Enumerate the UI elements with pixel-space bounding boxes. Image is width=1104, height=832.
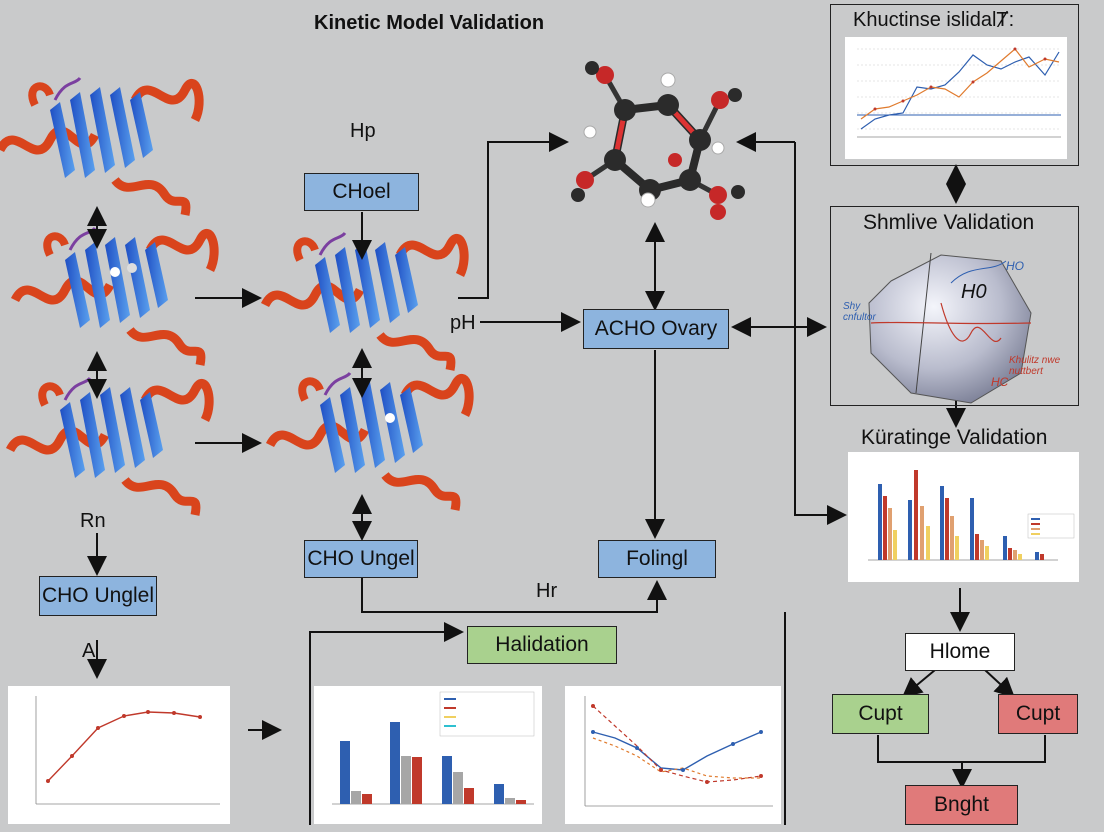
molecule-icon (571, 61, 745, 220)
cupt-green-node[interactable]: Cupt (832, 694, 929, 734)
shmlive-validation-title: Shmlive Validation (863, 211, 1035, 234)
bnght-node[interactable]: Bnght (905, 785, 1018, 825)
bottom-right-line-chart-panel (565, 686, 781, 824)
label-hp: Hp (350, 120, 376, 142)
diagram-title: Kinetic Model Validation (314, 12, 545, 34)
choel-node[interactable]: CHoel (304, 173, 419, 211)
bottom-right-line-chart (584, 696, 773, 807)
bottom-left-line-chart-panel (8, 686, 230, 824)
sphere-hc: HC (991, 375, 1009, 389)
kuratinge-bar-chart (868, 470, 1075, 561)
top-right-chart-frame: Khuctinse islidalȾ: (830, 4, 1079, 166)
sphere-plot-icon (868, 252, 1032, 404)
acho-ovary-node[interactable]: ACHO Ovary (583, 309, 729, 349)
sphere-ho-top: HO (1006, 259, 1024, 273)
shmlive-validation-frame: Shmlive Validation HO H0 HC Shy cnfultor… (830, 206, 1079, 406)
kuratinge-bar-chart-panel (848, 452, 1079, 582)
label-ph: pH (450, 312, 476, 334)
bottom-middle-bar-chart (332, 691, 535, 805)
kuratinge-validation-title: Küratinge Validation (861, 426, 1048, 449)
label-hr: Hr (536, 580, 558, 602)
sphere-left-note: Shy cnfultor (843, 301, 876, 323)
halidation-node[interactable]: Halidation (467, 626, 617, 664)
folingl-node[interactable]: Folingl (598, 540, 716, 578)
sphere-ho-center: H0 (961, 281, 987, 303)
protein-structure-1 (0, 78, 199, 215)
hlome-node[interactable]: Hlome (905, 633, 1015, 671)
top-right-line-chart (845, 37, 1067, 159)
label-rn: Rn (80, 510, 106, 532)
cho-unglel-node[interactable]: CHO Unglel (39, 576, 157, 616)
sphere-right-note: Khulitz nwe nuttbert (1009, 355, 1061, 377)
label-a: A (82, 640, 96, 662)
bottom-middle-bar-chart-panel (314, 686, 542, 824)
cupt-red-node[interactable]: Cupt (998, 694, 1078, 734)
top-right-chart-title: Khuctinse islidalȾ: (853, 9, 1015, 31)
cho-ungel-node[interactable]: CHO Ungel (304, 540, 418, 578)
bottom-left-line-chart (35, 696, 220, 805)
